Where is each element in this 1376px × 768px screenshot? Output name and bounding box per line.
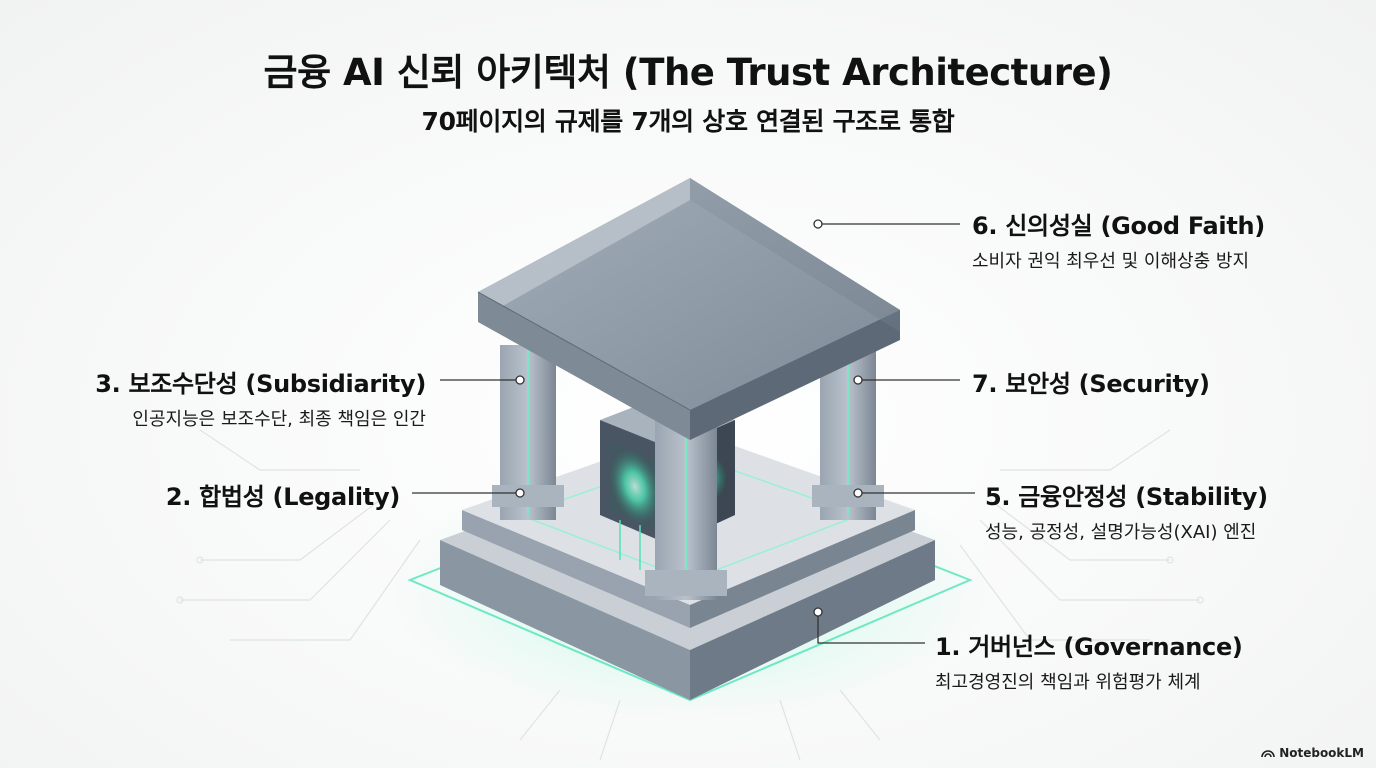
- notebooklm-logo-icon: [1261, 750, 1275, 758]
- callout-security: 7. 보안성 (Security): [972, 364, 1210, 399]
- callout-governance: 1. 거버넌스 (Governance) 최고경영진의 책임과 위험평가 체계: [935, 627, 1243, 694]
- callout-good-faith-desc: 소비자 권익 최우선 및 이해상충 방지: [972, 251, 1250, 272]
- callout-governance-desc: 최고경영진의 책임과 위험평가 체계: [935, 672, 1201, 693]
- page-title: 금융 AI 신뢰 아키텍처 (The Trust Architecture): [263, 51, 1113, 94]
- callout-subsidiarity-heading: 3. 보조수단성 (Subsidiarity): [95, 370, 426, 398]
- leader-lines: [412, 219, 975, 644]
- callout-good-faith: 6. 신의성실 (Good Faith) 소비자 권익 최우선 및 이해상충 방…: [972, 206, 1265, 273]
- column-back-left: [492, 345, 564, 520]
- callout-subsidiarity: 3. 보조수단성 (Subsidiarity) 인공지능은 보조수단, 최종 책…: [95, 364, 426, 431]
- brand-label: NotebookLM: [1279, 746, 1364, 760]
- column-front: [645, 400, 727, 600]
- callout-stability-desc: 성능, 공정성, 설명가능성(XAI) 엔진: [985, 522, 1257, 543]
- roof: [477, 178, 900, 440]
- callout-good-faith-heading: 6. 신의성실 (Good Faith): [972, 212, 1265, 240]
- circuit-traces: [176, 429, 1204, 761]
- column-back-right: [812, 345, 884, 520]
- brand-watermark: NotebookLM: [1261, 746, 1364, 760]
- callout-stability-heading: 5. 금융안정성 (Stability): [985, 483, 1268, 511]
- callout-subsidiarity-desc: 인공지능은 보조수단, 최종 책임은 인간: [132, 409, 426, 430]
- callout-security-heading: 7. 보안성 (Security): [972, 370, 1210, 398]
- callout-stability: 5. 금융안정성 (Stability) 성능, 공정성, 설명가능성(XAI)…: [985, 477, 1268, 544]
- callout-legality-heading: 2. 합법성 (Legality): [165, 483, 400, 511]
- callout-legality: 2. 합법성 (Legality): [166, 477, 400, 512]
- callout-governance-heading: 1. 거버넌스 (Governance): [935, 633, 1243, 661]
- page-subtitle: 70페이지의 규제를 7개의 상호 연결된 구조로 통합: [421, 107, 955, 136]
